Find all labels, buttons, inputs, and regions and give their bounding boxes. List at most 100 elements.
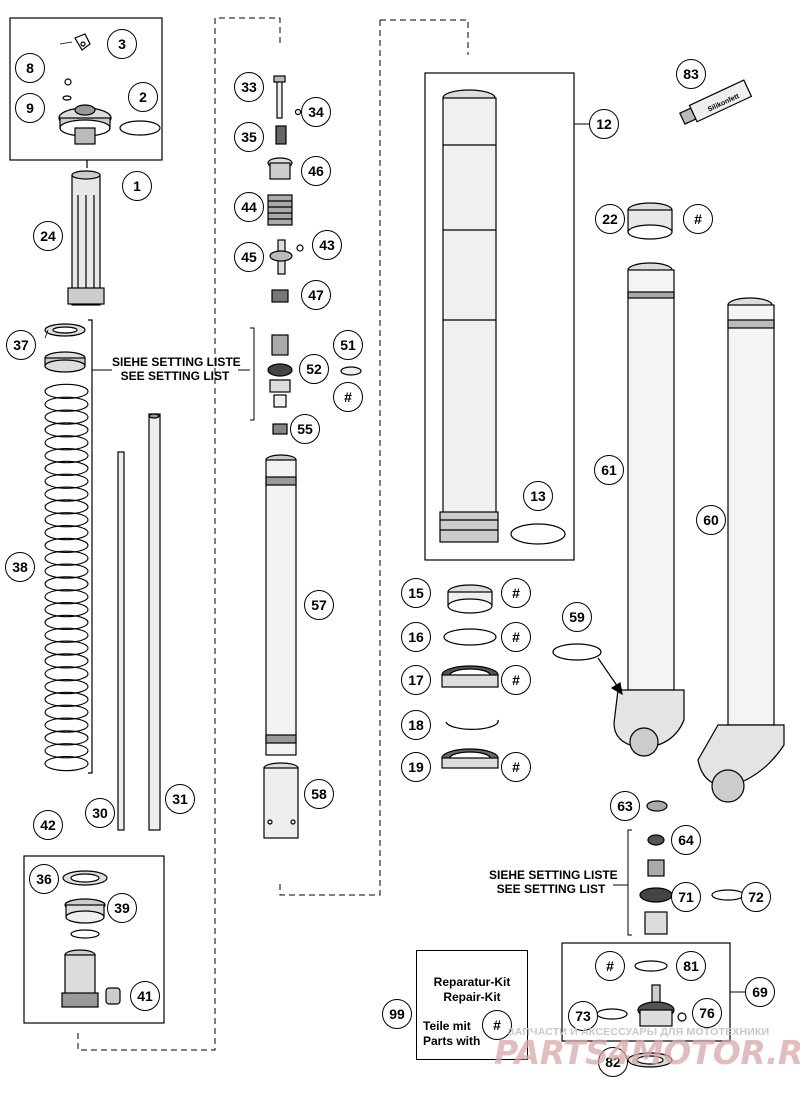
callout-47: 47 — [301, 280, 331, 310]
part-63 — [646, 800, 668, 812]
part-44 — [267, 194, 293, 226]
spring-coil — [44, 563, 89, 579]
callout-64: 64 — [671, 825, 701, 855]
part-valve-69 — [637, 984, 675, 1027]
spring-coil — [44, 396, 89, 412]
part-61 — [613, 262, 685, 757]
part-82 — [627, 1052, 673, 1068]
part-43 — [296, 244, 304, 252]
callout-15-hash: # — [501, 578, 531, 608]
callout-19-hash: # — [501, 752, 531, 782]
spring-coil — [44, 666, 89, 682]
spring-coil — [44, 383, 89, 400]
callout-61: 61 — [594, 455, 624, 485]
callout-22: 22 — [595, 204, 625, 234]
callout-13: 13 — [523, 481, 553, 511]
part-76 — [677, 1012, 687, 1022]
watermark-logo: PARTS4MOTOR.RU — [494, 1033, 800, 1072]
part-33 — [273, 75, 286, 119]
callout-83: 83 — [676, 59, 706, 89]
callout-16-hash: # — [501, 622, 531, 652]
callout-99-hash: # — [482, 1010, 512, 1040]
setting-note-top: SIEHE SETTING LISTE SEE SETTING LIST — [112, 355, 241, 383]
callout-43: 43 — [312, 230, 342, 260]
spring-coil — [44, 486, 89, 502]
part-2 — [119, 120, 161, 136]
part-38 — [44, 383, 89, 772]
part-31 — [148, 413, 161, 831]
callout-46: 46 — [301, 156, 331, 186]
spring-coil — [44, 435, 89, 451]
callout-51: 51 — [333, 330, 363, 360]
spring-coil — [44, 409, 89, 425]
cap-group-frame — [9, 17, 163, 161]
spring-coil — [44, 460, 89, 477]
spring-coil — [44, 589, 89, 605]
callout-60: 60 — [696, 505, 726, 535]
callout-22-hash: # — [683, 204, 713, 234]
assembly-path-lines — [77, 17, 469, 1051]
callout-76: 76 — [692, 998, 722, 1028]
part-41 — [105, 987, 121, 1005]
spring-coil — [44, 704, 89, 720]
setting-note-top-en: SEE SETTING LIST — [120, 369, 230, 383]
part-34 — [294, 108, 302, 116]
part-81 — [634, 960, 668, 972]
callout-52: 52 — [299, 354, 329, 384]
spring-coil — [44, 730, 89, 746]
callout-1: 1 — [122, 171, 152, 201]
part-22 — [627, 202, 673, 240]
repair-kit-box: Reparatur-Kit Repair-Kit Teile mit Parts… — [416, 950, 528, 1060]
repair-kit-title-de: Reparatur-Kit — [433, 975, 511, 989]
part-1 — [58, 104, 112, 145]
callout-24: 24 — [33, 221, 63, 251]
part-40-oring — [70, 929, 100, 939]
part-35 — [275, 125, 287, 145]
part-12 — [439, 89, 499, 543]
part-55 — [272, 423, 288, 435]
repair-kit-parts-en: Parts with — [423, 1034, 481, 1048]
part-45 — [269, 239, 293, 275]
callout-38: 38 — [5, 552, 35, 582]
part-64 — [647, 834, 665, 846]
callout-57: 57 — [304, 590, 334, 620]
callout-99: 99 — [382, 999, 412, 1029]
callout-12: 12 — [589, 109, 619, 139]
part-83 — [679, 79, 753, 125]
spring-coil — [44, 447, 89, 464]
spring-coil — [44, 627, 89, 643]
callout-73: 73 — [568, 1001, 598, 1031]
callout-69: 69 — [745, 977, 775, 1007]
part-18 — [445, 719, 499, 730]
spring-coil — [44, 743, 89, 759]
spring-coil — [44, 691, 89, 708]
part-47 — [271, 289, 289, 303]
callout-71: 71 — [671, 882, 701, 912]
base-valve-group-frame — [23, 855, 165, 1024]
part-71 — [639, 859, 673, 935]
spring-coil — [44, 524, 89, 541]
part-60 — [697, 297, 785, 803]
spring-coil — [44, 473, 89, 489]
part-16 — [443, 628, 497, 646]
part-36 — [62, 870, 108, 886]
part-13 — [510, 523, 566, 545]
part-24 — [67, 170, 105, 306]
part-3 — [74, 33, 91, 51]
part-30 — [117, 451, 125, 831]
cartridge-group-frame — [424, 72, 575, 561]
callout-2: 2 — [128, 82, 158, 112]
part-17 — [441, 665, 499, 688]
part-52 — [267, 334, 293, 408]
callout-59: 59 — [562, 602, 592, 632]
spring-coil — [44, 550, 89, 566]
callout-9: 9 — [15, 93, 45, 123]
part-58 — [263, 762, 299, 839]
callout-8: 8 — [15, 53, 45, 83]
callout-44: 44 — [234, 192, 264, 222]
callout-17-hash: # — [501, 665, 531, 695]
watermark-text: ЗАПЧАСТИ И АКСЕССУАРЫ ДЛЯ МОТОТЕХНИКИ — [508, 1026, 770, 1038]
callout-39: 39 — [107, 893, 137, 923]
spring-coil — [44, 601, 89, 618]
callout-36: 36 — [29, 864, 59, 894]
